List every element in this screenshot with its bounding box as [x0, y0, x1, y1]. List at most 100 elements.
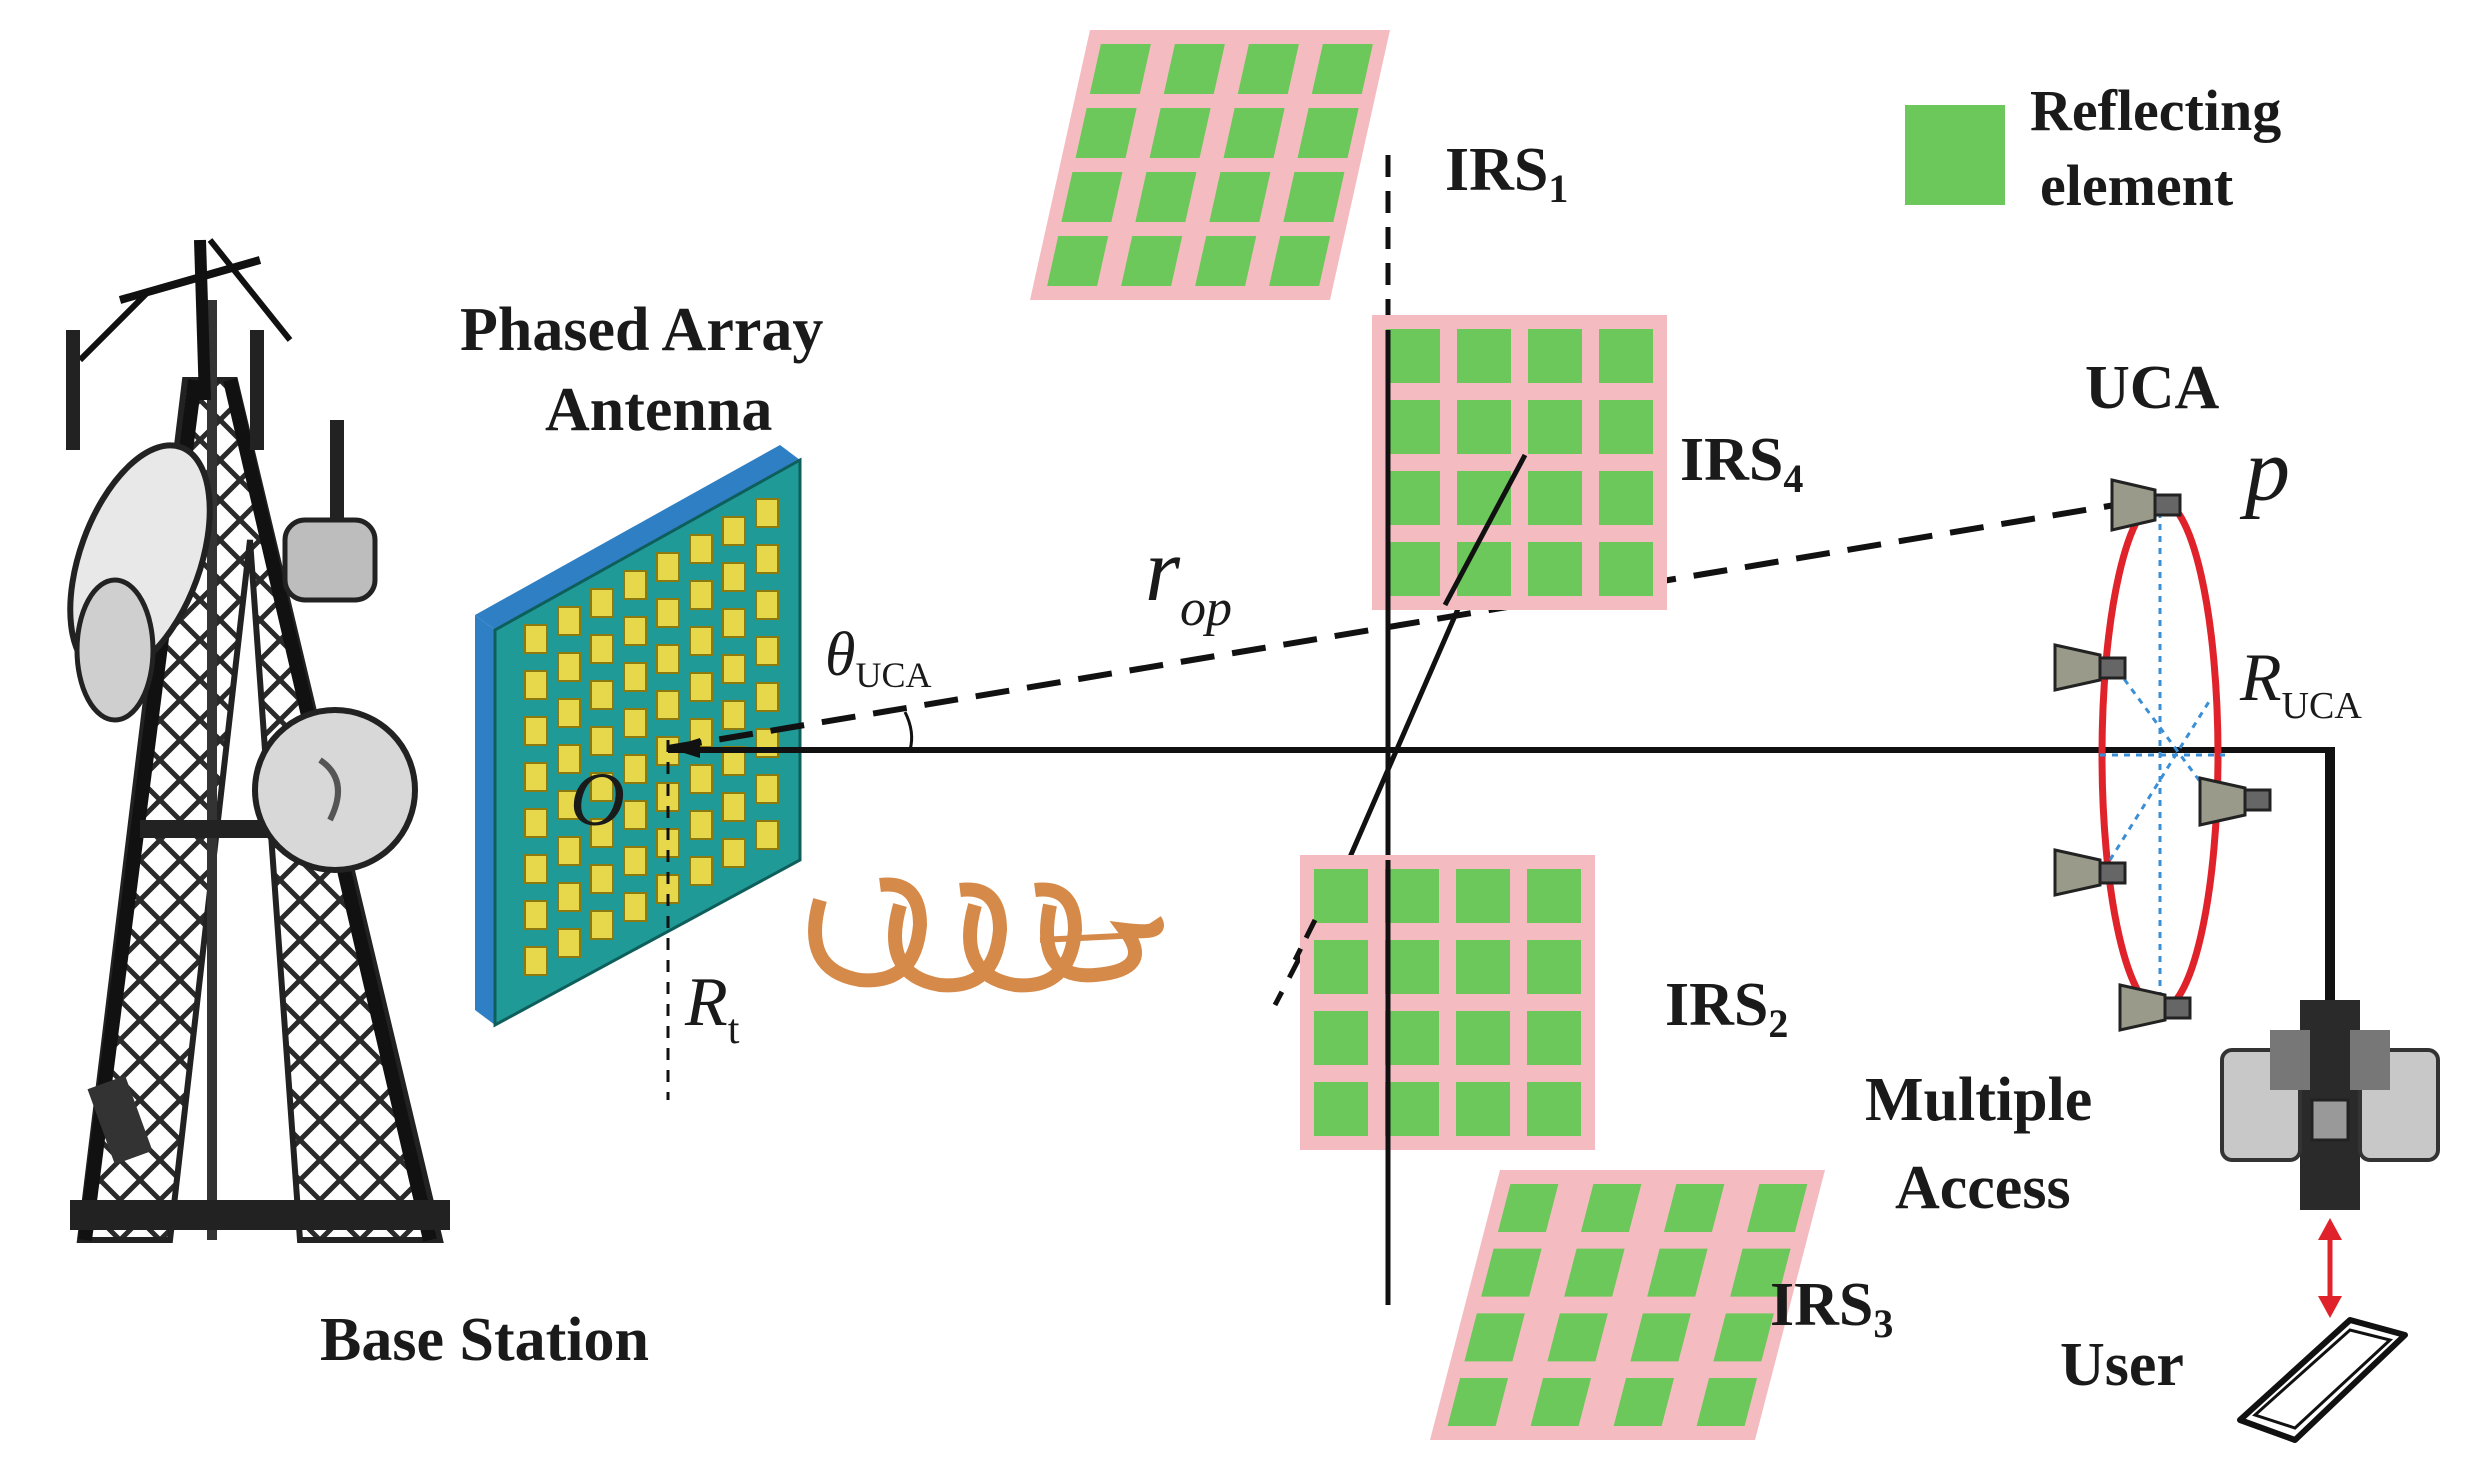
antenna-element — [590, 680, 614, 710]
antenna-element — [722, 516, 746, 546]
antenna-element — [689, 764, 713, 794]
antenna-element — [524, 716, 548, 746]
reflecting-element — [1385, 869, 1439, 923]
reflecting-element — [1528, 542, 1582, 596]
antenna-element — [623, 662, 647, 692]
irs4-label: IRS4 — [1680, 426, 1803, 501]
reflecting-element — [1497, 1184, 1559, 1232]
antenna-element — [755, 820, 779, 850]
reflecting-element — [1456, 869, 1510, 923]
reflecting-element — [1530, 1378, 1592, 1426]
phased-array-antenna — [475, 445, 802, 1028]
uca-horn-antennas — [2053, 478, 2272, 1032]
antenna-element — [623, 616, 647, 646]
reflecting-element — [1527, 869, 1581, 923]
origin-o-label: O — [570, 758, 625, 842]
antenna-element — [722, 608, 746, 638]
antenna-element — [689, 810, 713, 840]
user-label: User — [2060, 1331, 2184, 1399]
antenna-element — [524, 670, 548, 700]
reflecting-element — [1456, 940, 1510, 994]
reflecting-element — [1314, 940, 1368, 994]
reflecting-element — [1386, 471, 1440, 525]
vortex-beam-icon — [808, 877, 1164, 993]
reflecting-element — [1311, 44, 1373, 94]
antenna-element — [524, 762, 548, 792]
antenna-element — [755, 682, 779, 712]
reflecting-element — [1456, 1011, 1510, 1065]
reflecting-element — [1135, 172, 1197, 222]
reflecting-element — [1481, 1248, 1542, 1297]
antenna-element — [689, 672, 713, 702]
reflecting-element — [1464, 1313, 1525, 1362]
irs2-panel — [1300, 855, 1595, 1150]
legend-label-line1: Reflecting — [2030, 78, 2281, 143]
legend: Reflecting element — [1905, 78, 2281, 218]
reflecting-element — [1269, 236, 1331, 286]
antenna-element — [623, 846, 647, 876]
reflecting-element — [1195, 236, 1257, 286]
reflecting-element — [1386, 400, 1440, 454]
point-p-label: p — [2239, 421, 2290, 520]
reflecting-element — [1599, 471, 1653, 525]
reflecting-element — [1061, 172, 1123, 222]
reflecting-element — [1599, 400, 1653, 454]
antenna-element — [590, 726, 614, 756]
r-op-label: rop — [1145, 521, 1232, 637]
phased-array-label-line1: Phased Array — [460, 296, 823, 364]
reflecting-element — [1314, 1082, 1368, 1136]
irs3-panel — [1430, 1170, 1825, 1440]
reflecting-element — [1527, 1082, 1581, 1136]
antenna-element — [524, 808, 548, 838]
antenna-element — [656, 598, 680, 628]
antenna-element — [656, 644, 680, 674]
reflecting-element — [1047, 236, 1109, 286]
antenna-element — [590, 588, 614, 618]
antenna-element — [722, 700, 746, 730]
uca-ring — [2053, 478, 2272, 1032]
antenna-element — [623, 892, 647, 922]
antenna-element — [689, 856, 713, 886]
antenna-element — [755, 636, 779, 666]
antenna-element — [755, 544, 779, 574]
reflecting-element — [1746, 1184, 1808, 1232]
antenna-element — [689, 626, 713, 656]
antenna-element — [722, 838, 746, 868]
antenna-element — [557, 882, 581, 912]
antenna-element — [722, 792, 746, 822]
reflecting-element — [1283, 172, 1345, 222]
antenna-element — [590, 772, 614, 802]
antenna-element — [557, 652, 581, 682]
reflecting-element — [1314, 869, 1368, 923]
reflecting-element — [1599, 329, 1653, 383]
reflecting-element — [1713, 1313, 1774, 1362]
reflecting-element — [1647, 1248, 1708, 1297]
antenna-element — [590, 818, 614, 848]
antenna-element — [623, 570, 647, 600]
r-t-label: Rt — [684, 964, 740, 1053]
reflecting-element — [1297, 108, 1359, 158]
antenna-element — [590, 910, 614, 940]
antenna-element — [524, 624, 548, 654]
antenna-element — [755, 590, 779, 620]
reflecting-element — [1149, 108, 1211, 158]
reflecting-element — [1385, 940, 1439, 994]
antenna-element — [557, 790, 581, 820]
antenna-element — [755, 498, 779, 528]
antenna-element — [623, 754, 647, 784]
reflecting-element — [1237, 44, 1299, 94]
base-station-label: Base Station — [320, 1306, 649, 1374]
reflecting-element — [1385, 1082, 1439, 1136]
irs2-frame — [1300, 855, 1595, 1150]
antenna-element — [722, 654, 746, 684]
irs1-frame — [1030, 30, 1390, 300]
r-uca-label: RUCA — [2239, 639, 2362, 727]
reflecting-element — [1527, 940, 1581, 994]
irs1-label: IRS1 — [1445, 136, 1568, 211]
reflecting-element — [1528, 329, 1582, 383]
antenna-element — [557, 836, 581, 866]
reflecting-element — [1527, 1011, 1581, 1065]
base-station-tower-icon — [66, 238, 450, 1243]
reflecting-element — [1580, 1184, 1642, 1232]
